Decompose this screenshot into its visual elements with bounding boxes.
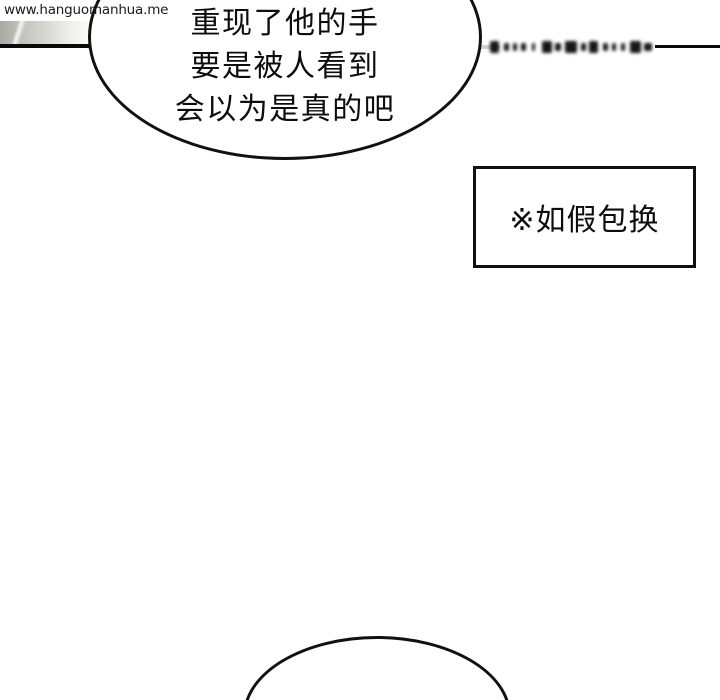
site-watermark: www.hanguomanhua.me (4, 2, 169, 18)
speech-bubble-bottom (243, 636, 511, 700)
censored-watermark-strip (488, 38, 660, 56)
horizontal-rail-dark (655, 45, 720, 48)
caption-box-text: ※如假包换 (509, 203, 660, 238)
blade-edge-line (0, 44, 93, 48)
caption-box: ※如假包换 (473, 166, 696, 268)
metallic-blade-shape (0, 21, 92, 46)
speech-bubble-top (88, 0, 482, 160)
